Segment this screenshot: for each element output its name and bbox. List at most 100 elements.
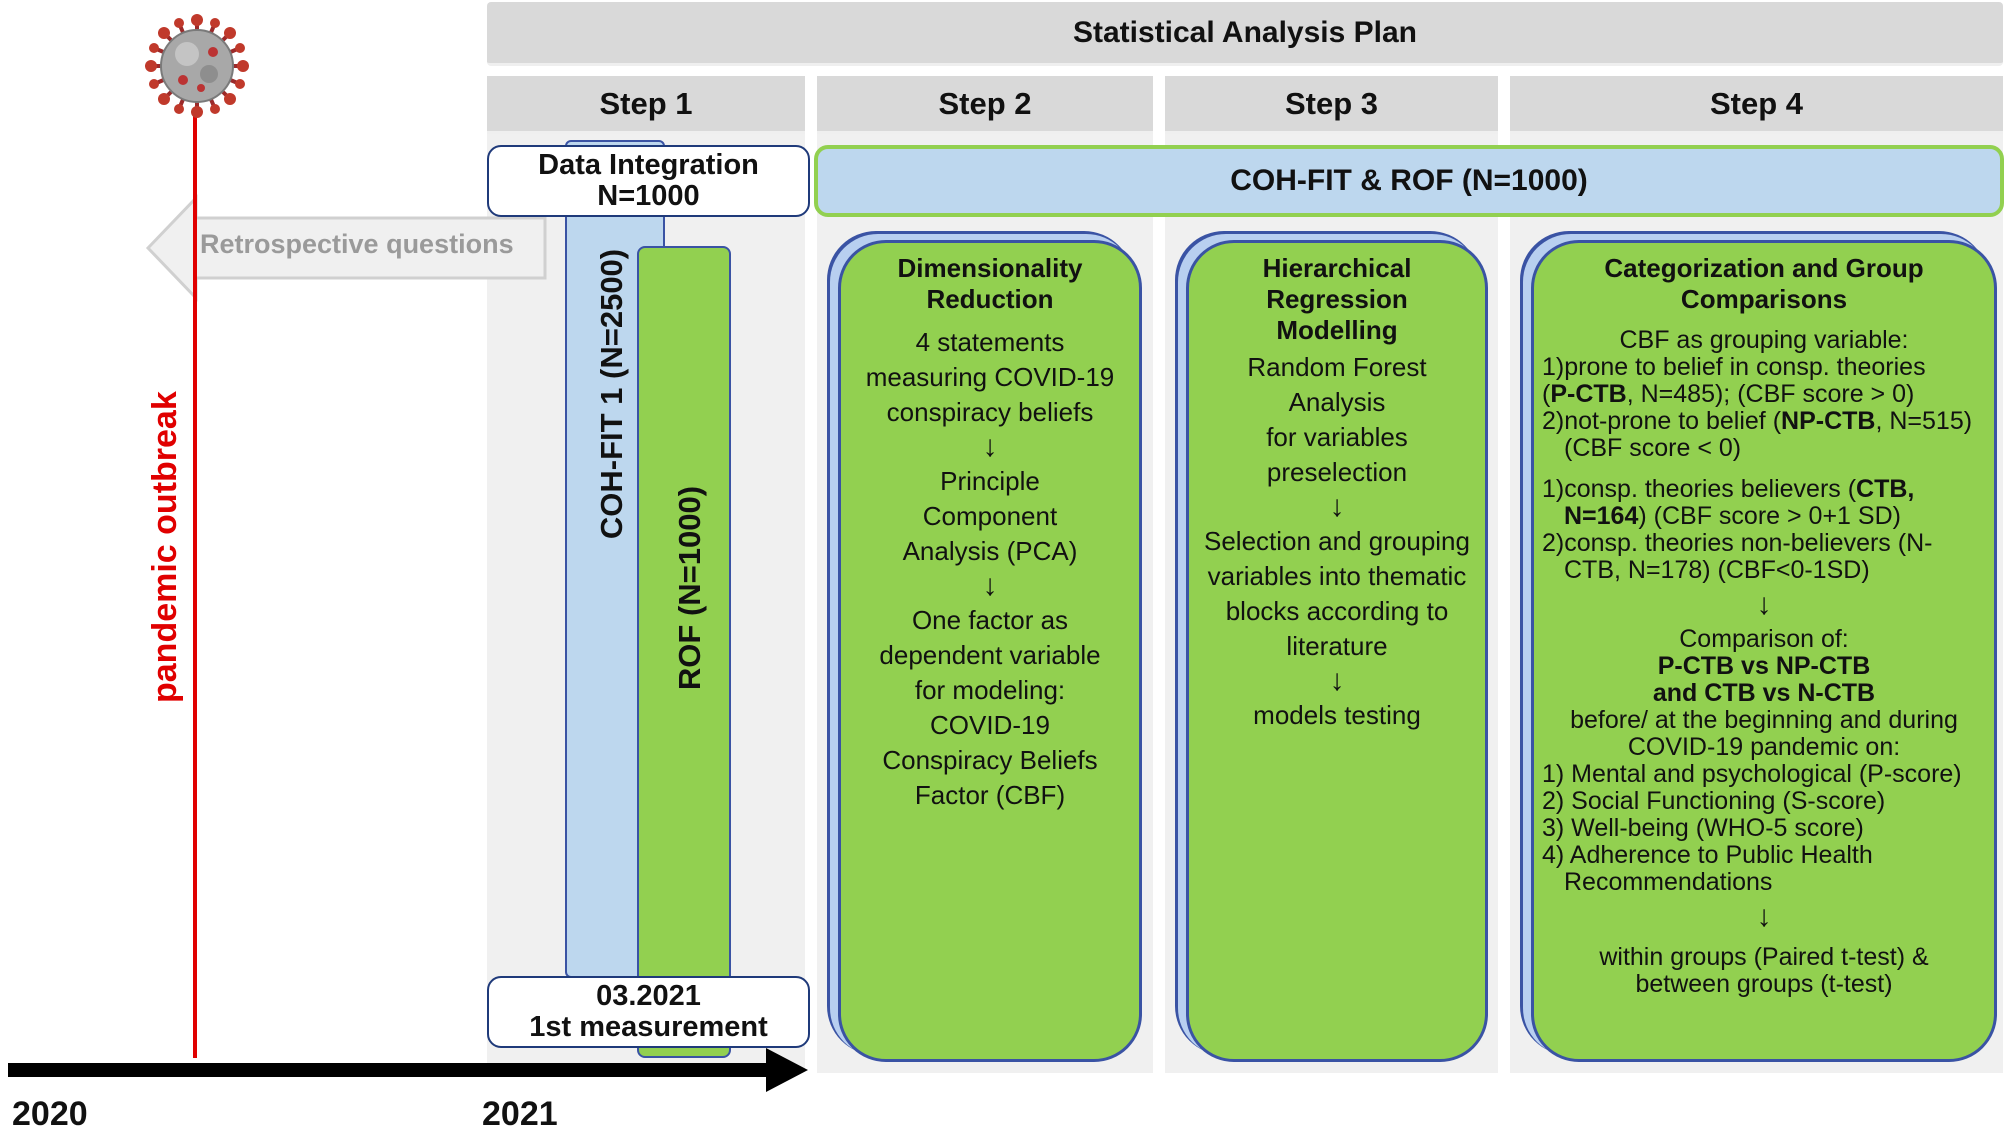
year-2020-label: 2020: [12, 1095, 88, 1133]
data-integration-line1: Data Integration: [538, 149, 759, 181]
down-arrow-icon: ↓: [1329, 664, 1345, 697]
step2-text-line: 4 statements: [915, 327, 1065, 357]
group-detail: 1)consp. theories believers (: [1542, 475, 1857, 503]
step2-title-line: Reduction: [926, 284, 1054, 314]
step4-title: Categorization and Group Comparisons: [1542, 253, 1986, 315]
step4-title-line: Categorization and Group: [1604, 253, 1924, 283]
down-arrow-icon: ↓: [982, 569, 998, 602]
outcome-item: 3) Well-being (WHO-5 score): [1542, 814, 1864, 842]
test-line: within groups (Paired t-test) &: [1599, 943, 1929, 971]
step3-text-line: Selection and grouping: [1204, 526, 1470, 556]
data-integration-box: Data Integration N=1000: [487, 145, 810, 217]
comparison-title: Comparison of:: [1679, 625, 1849, 653]
step4-label: Step 4: [1709, 85, 1804, 121]
step3-title: Hierarchical Regression Modelling: [1201, 253, 1473, 346]
outcome-list: 1) Mental and psychological (P-score) 2)…: [1542, 761, 1986, 896]
step3-title-line: Regression: [1266, 284, 1408, 314]
test-block: within groups (Paired t-test) & between …: [1542, 944, 1986, 998]
group-code: P-CTB: [1550, 380, 1627, 408]
step3-text-line: models testing: [1253, 700, 1421, 730]
outcome-item: 4) Adherence to Public Health: [1542, 841, 1873, 869]
group-line: 2)not-prone to belief (NP-CTB, N=515): [1542, 408, 1986, 435]
step4-box: Categorization and Group Comparisons CBF…: [1531, 240, 1997, 1062]
plan-title-bar: Statistical Analysis Plan: [487, 2, 2003, 66]
step2-text-line: dependent variable: [879, 640, 1101, 670]
group-line: (P-CTB, N=485); (CBF score > 0): [1542, 380, 1915, 408]
step3-label: Step 3: [1284, 85, 1379, 121]
step3-text-line: Analysis: [1288, 387, 1386, 417]
step3-text-line: Random Forest: [1247, 352, 1427, 382]
down-arrow-icon: ↓: [1329, 490, 1345, 523]
step2-label: Step 2: [938, 85, 1032, 121]
group-line: (CBF score < 0): [1564, 434, 1742, 462]
combined-banner-label: COH-FIT & ROF (N=1000): [1230, 164, 1588, 197]
step2-text-line: Analysis (PCA): [902, 536, 1078, 566]
step3-title-line: Modelling: [1276, 315, 1398, 345]
step2-title: Dimensionality Reduction: [853, 253, 1127, 315]
group-code: N=164: [1564, 502, 1639, 530]
group-detail: ) (CBF score > 0+1 SD): [1638, 502, 1901, 530]
step3-text-line: preselection: [1266, 457, 1408, 487]
outcome-item: 2) Social Functioning (S-score): [1542, 787, 1886, 815]
outbreak-label: pandemic outbreak: [146, 391, 184, 703]
group-line: 1)consp. theories believers (CTB,: [1542, 476, 1986, 503]
step2-text-line: conspiracy beliefs: [886, 397, 1094, 427]
grouping-intro: CBF as grouping variable:: [1619, 326, 1909, 354]
group-code: CTB,: [1856, 475, 1915, 503]
measurement-label: 1st measurement: [529, 1011, 768, 1043]
group-detail: 2)not-prone to belief (: [1542, 407, 1782, 435]
outcome-item: 1) Mental and psychological (P-score): [1542, 760, 1962, 788]
step2-text-line: Conspiracy Beliefs: [882, 745, 1098, 775]
step3-text-line: variables into thematic: [1207, 561, 1467, 591]
step3-title-line: Hierarchical: [1262, 253, 1412, 283]
group-line: CTB, N=178) (CBF<0-1SD): [1564, 556, 1870, 584]
data-integration-line2: N=1000: [597, 180, 700, 212]
test-line: between groups (t-test): [1635, 970, 1893, 998]
group-detail: , N=485); (CBF score > 0): [1626, 380, 1915, 408]
comparison-line: and CTB vs N-CTB: [1652, 679, 1876, 707]
down-arrow-icon: ↓: [982, 430, 998, 463]
retrospective-label: Retrospective questions: [200, 229, 514, 259]
step2-text-line: Factor (CBF): [914, 780, 1066, 810]
first-measurement-box: 03.2021 1st measurement: [487, 976, 810, 1048]
step3-text-line: literature: [1286, 631, 1388, 661]
step2-text-line: measuring COVID-19: [865, 362, 1115, 392]
measurement-date: 03.2021: [596, 980, 701, 1012]
down-arrow-icon: ↓: [1756, 900, 1772, 933]
virus-icon: [145, 14, 249, 118]
step2-header: Step 2: [817, 76, 1153, 134]
rof-label: ROF (N=1000): [672, 485, 707, 691]
group-line: 2)consp. theories non-believers (N-: [1542, 529, 1933, 557]
step4-header: Step 4: [1510, 76, 2003, 134]
group-line: 1)prone to belief in consp. theories: [1542, 353, 1926, 381]
rof-bar: [637, 246, 731, 1058]
group-detail: , N=515): [1875, 407, 1973, 435]
year-2021-label: 2021: [482, 1095, 558, 1133]
time-axis-arrow: [8, 1048, 808, 1092]
step2-text-line: One factor as: [911, 605, 1069, 635]
comparison-line: P-CTB vs NP-CTB: [1657, 652, 1871, 680]
cohfit-label: COH-FIT 1 (N=2500): [594, 248, 629, 540]
step3-box: Hierarchical Regression Modelling Random…: [1186, 240, 1488, 1062]
step1-label: Step 1: [599, 85, 693, 121]
step2-box: Dimensionality Reduction 4 statements me…: [838, 240, 1142, 1062]
group-line: N=164) (CBF score > 0+1 SD): [1542, 503, 1986, 530]
step2-title-line: Dimensionality: [897, 253, 1083, 283]
comparison-line: before/ at the beginning and during: [1570, 706, 1958, 734]
group-definitions: 1)prone to belief in consp. theories (P-…: [1542, 354, 1986, 584]
group-code: NP-CTB: [1781, 407, 1876, 435]
step4-title-line: Comparisons: [1680, 284, 1848, 314]
step2-text-line: COVID-19: [930, 710, 1050, 740]
outcome-item: Recommendations: [1564, 868, 1773, 896]
step1-header: Step 1: [487, 76, 805, 134]
step3-text-line: blocks according to: [1225, 596, 1449, 626]
step2-text-line: Principle: [940, 466, 1040, 496]
step3-text-line: for variables: [1266, 422, 1408, 452]
combined-banner: COH-FIT & ROF (N=1000): [814, 145, 2004, 217]
down-arrow-icon: ↓: [1756, 588, 1772, 621]
comparison-line: COVID-19 pandemic on:: [1627, 733, 1901, 761]
step3-header: Step 3: [1165, 76, 1498, 134]
step2-text-line: for modeling:: [914, 675, 1066, 705]
comparison-block: Comparison of: P-CTB vs NP-CTB and CTB v…: [1542, 626, 1986, 761]
